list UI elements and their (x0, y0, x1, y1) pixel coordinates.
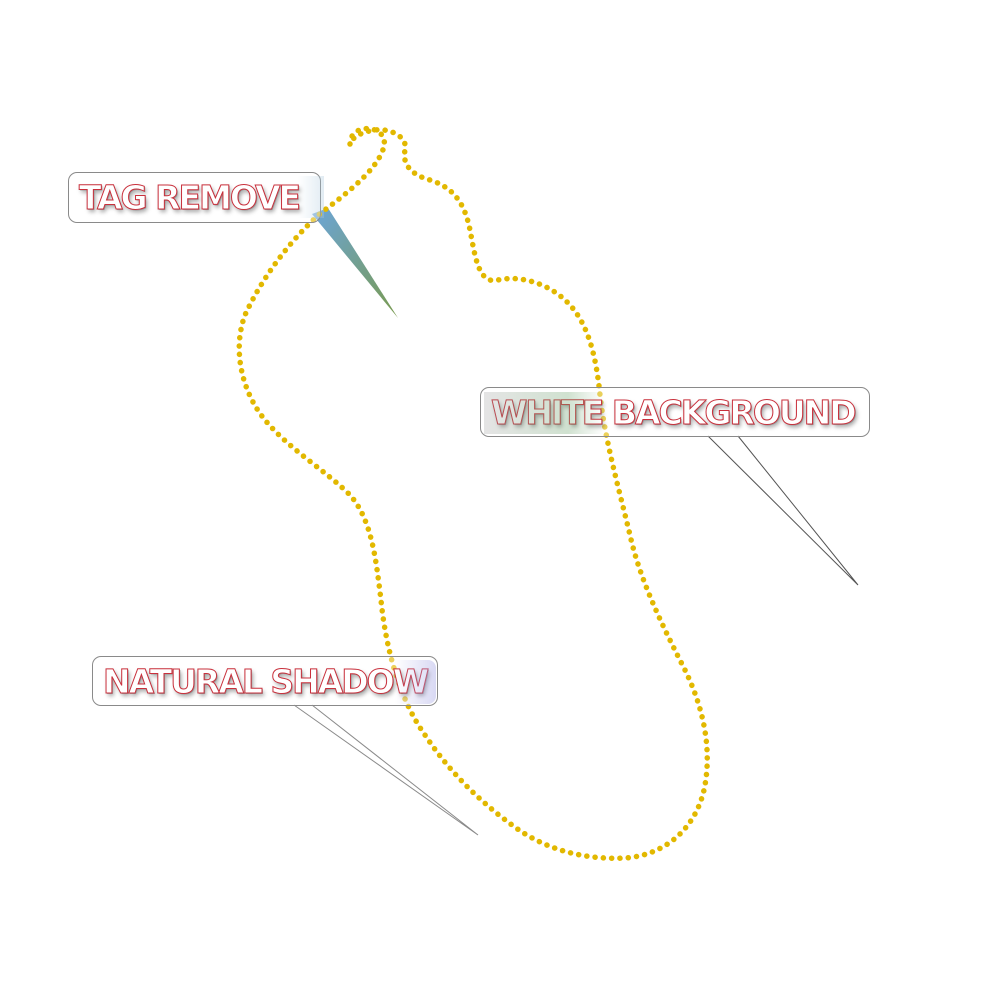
white-background-callout: WHITE BACKGROUND (480, 387, 870, 437)
natural-shadow-pointer (293, 704, 479, 836)
dotted-clipping-path-outline (236, 125, 710, 861)
tag-remove-label: TAG REMOVE (78, 178, 301, 218)
tag-remove-callout: TAG REMOVE (68, 172, 321, 223)
natural-shadow-label: NATURAL SHADOW (102, 661, 429, 701)
white-background-label: WHITE BACKGROUND (491, 392, 858, 432)
natural-shadow-callout: NATURAL SHADOW (92, 656, 438, 706)
tag-remove-pointer (312, 208, 398, 318)
white-background-pointer (707, 435, 859, 586)
